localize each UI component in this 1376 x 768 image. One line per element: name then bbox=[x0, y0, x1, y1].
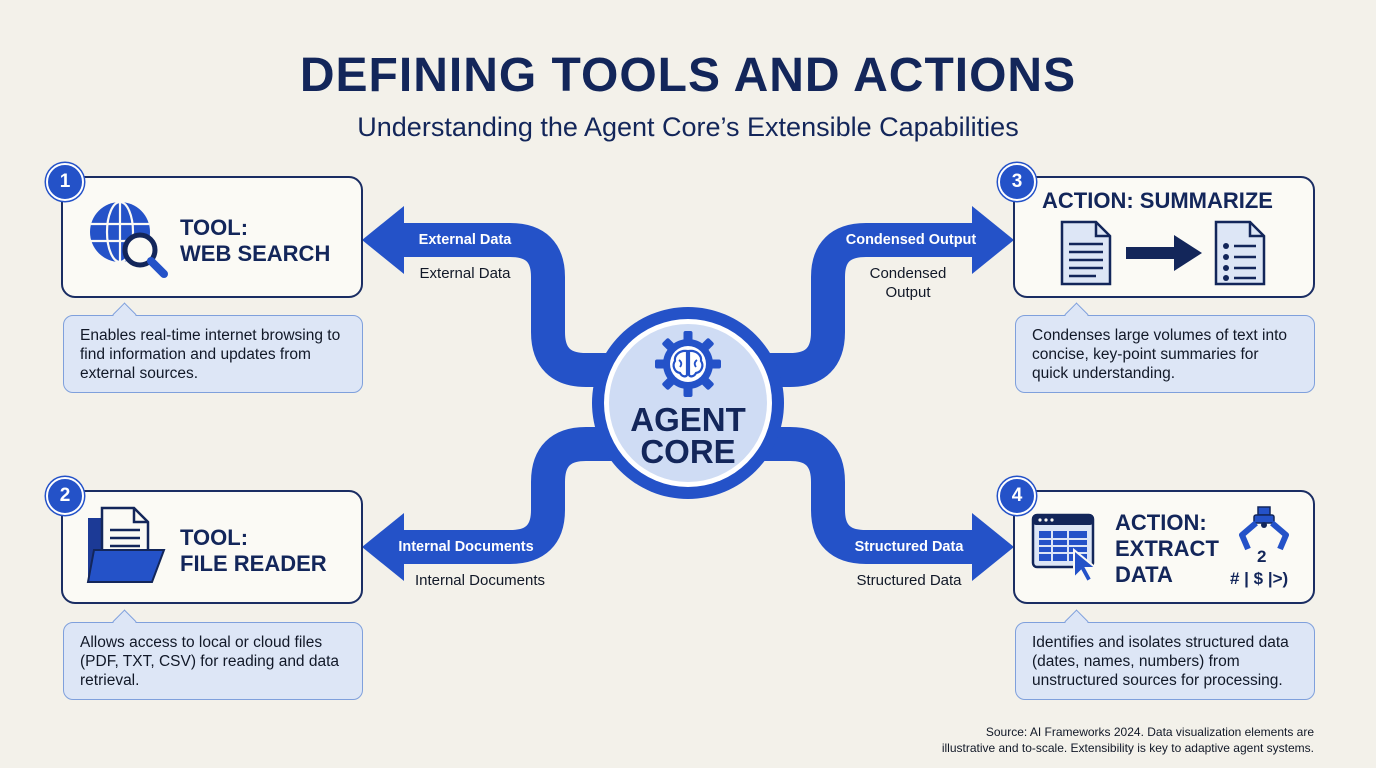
card-title-web-search: TOOL: WEB SEARCH bbox=[180, 215, 331, 266]
flow-path-condensed-output bbox=[764, 223, 976, 387]
page-subtitle: Understanding the Agent Core’s Extensibl… bbox=[357, 112, 1019, 142]
description-summarize: Condenses large volumes of text into con… bbox=[1015, 302, 1315, 393]
claw-symbols: # | $ |>) bbox=[1230, 569, 1289, 588]
arrow-label-external-data: External Data bbox=[418, 232, 512, 248]
description-extract-data: Identifies and isolates structured data … bbox=[1015, 609, 1315, 700]
card-title-extract-data: ACTION: EXTRACT DATA bbox=[1115, 510, 1219, 587]
badge-1: 1 bbox=[46, 163, 84, 201]
flow-path-structured-data bbox=[764, 427, 976, 564]
page-title: DEFINING TOOLS AND ACTIONS bbox=[299, 49, 1077, 102]
description-file-reader: Allows access to local or cloud files (P… bbox=[63, 609, 363, 700]
claw-digit: 2 bbox=[1257, 547, 1267, 566]
badge-2: 2 bbox=[46, 477, 84, 515]
caption-internal-documents: Internal Documents bbox=[414, 572, 546, 589]
caption-external-data: External Data bbox=[419, 265, 511, 282]
description-web-search: Enables real-time internet browsing to f… bbox=[63, 302, 363, 393]
arrowhead-structured-data bbox=[972, 513, 1014, 581]
arrowhead-external-data bbox=[362, 206, 404, 274]
arrowhead-condensed-output bbox=[972, 206, 1014, 274]
arrow-label-condensed-output: Condensed Output bbox=[845, 232, 977, 248]
agent-core-label: AGENT CORE bbox=[630, 401, 746, 470]
globe-magnifier-icon bbox=[90, 200, 168, 278]
arrow-label-structured-data: Structured Data bbox=[854, 539, 964, 555]
folder-document-icon bbox=[86, 506, 166, 583]
caption-condensed-output: Condensed Output bbox=[869, 265, 947, 301]
flow-path-internal-documents bbox=[400, 427, 612, 564]
caption-structured-data: Structured Data bbox=[856, 572, 962, 589]
flow-path-external-data bbox=[400, 223, 612, 387]
core-fill bbox=[609, 324, 767, 482]
badge-3: 3 bbox=[998, 163, 1036, 201]
brain-gear-icon bbox=[655, 331, 721, 397]
badge-4: 4 bbox=[998, 477, 1036, 515]
source-note: Source: AI Frameworks 2024. Data visuali… bbox=[941, 725, 1314, 755]
arrowhead-internal-documents bbox=[362, 513, 404, 581]
card-title-file-reader: TOOL: FILE READER bbox=[180, 525, 327, 576]
document-to-list-icon bbox=[1060, 220, 1266, 286]
robot-claw-icon bbox=[1239, 506, 1289, 551]
table-cursor-icon bbox=[1031, 513, 1099, 584]
card-title-summarize: ACTION: SUMMARIZE bbox=[1042, 188, 1273, 213]
arrow-label-internal-documents: Internal Documents bbox=[398, 539, 534, 555]
